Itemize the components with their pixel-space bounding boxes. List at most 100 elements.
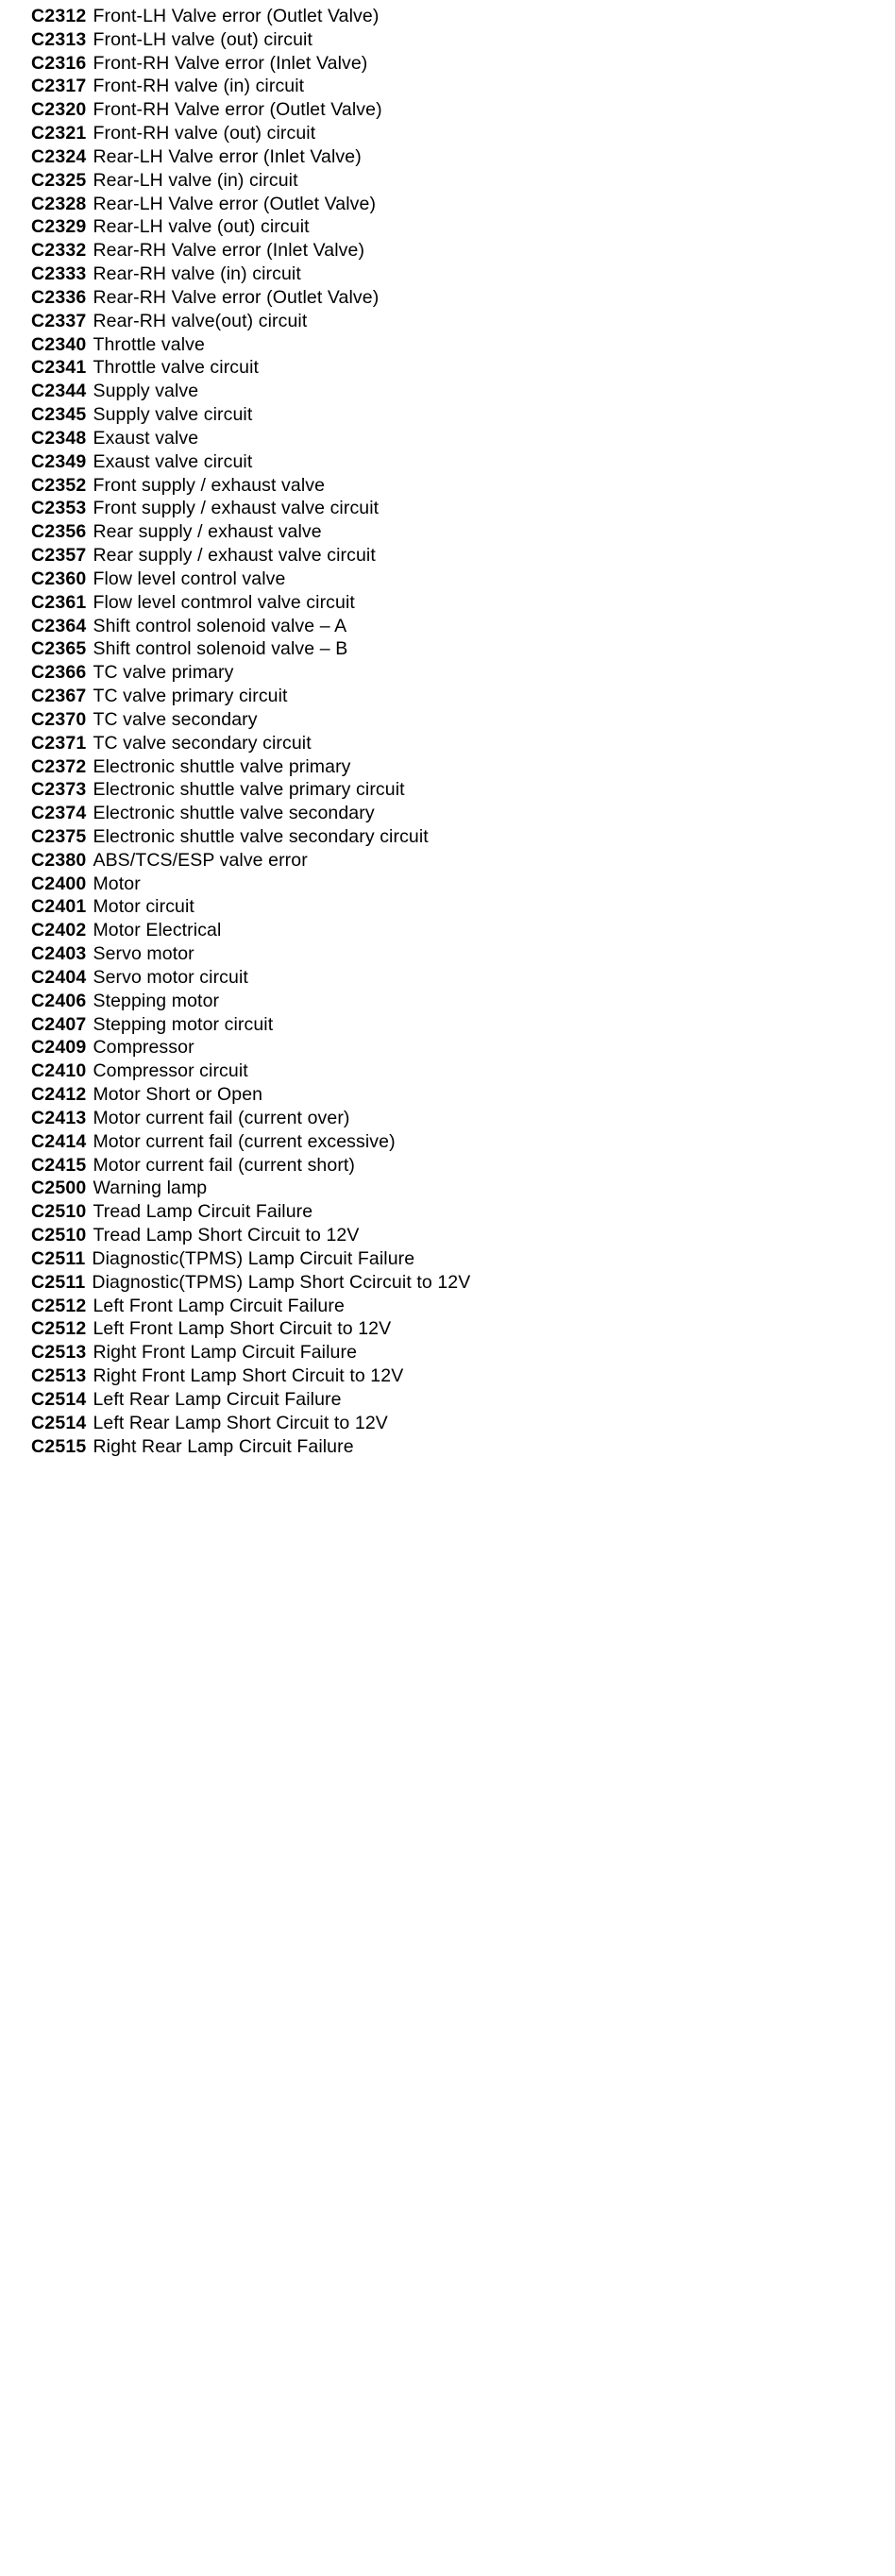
dtc-description: Rear-LH valve (out) circuit (93, 216, 310, 238)
dtc-description: Servo motor circuit (93, 966, 248, 988)
dtc-code: C2317 (31, 76, 87, 97)
dtc-description: Shift control solenoid valve – B (93, 638, 348, 660)
dtc-description: Tread Lamp Short Circuit to 12V (93, 1225, 360, 1246)
dtc-description: Shift control solenoid valve – A (93, 615, 347, 636)
dtc-description: Rear-LH Valve error (Outlet Valve) (93, 193, 377, 214)
dtc-description: Motor circuit (93, 896, 194, 918)
dtc-row: C2360 Flow level control valve (31, 568, 895, 591)
dtc-row: C2328 Rear-LH Valve error (Outlet Valve) (31, 193, 895, 216)
dtc-description: Left Front Lamp Circuit Failure (93, 1295, 345, 1316)
dtc-code: C2414 (31, 1130, 87, 1152)
dtc-description: Front-RH valve (in) circuit (93, 76, 305, 97)
dtc-description: Throttle valve (93, 333, 205, 355)
dtc-description: Stepping motor circuit (93, 1013, 274, 1035)
dtc-code: C2514 (31, 1412, 87, 1433)
dtc-row: C2320 Front-RH Valve error (Outlet Valve) (31, 98, 895, 122)
dtc-code: C2320 (31, 99, 87, 121)
dtc-description: Right Front Lamp Circuit Failure (93, 1342, 358, 1364)
dtc-code: C2328 (31, 193, 87, 214)
dtc-description: Flow level control valve (93, 568, 286, 589)
dtc-code: C2511 (31, 1247, 86, 1269)
dtc-description: Diagnostic(TPMS) Lamp Circuit Failure (92, 1247, 415, 1269)
dtc-code: C2372 (31, 755, 87, 777)
dtc-description: Motor Short or Open (93, 1084, 263, 1106)
dtc-code: C2375 (31, 825, 87, 847)
dtc-description: Front-LH Valve error (Outlet Valve) (93, 6, 380, 26)
dtc-description: Rear-LH Valve error (Inlet Valve) (93, 145, 362, 167)
dtc-description: Servo motor (93, 943, 194, 965)
dtc-description: Motor current fail (current short) (93, 1154, 356, 1176)
dtc-code: C2345 (31, 404, 87, 426)
dtc-description: Motor Electrical (93, 920, 222, 941)
dtc-code: C2510 (31, 1225, 87, 1246)
dtc-code: C2514 (31, 1388, 87, 1410)
dtc-code: C2361 (31, 591, 87, 613)
dtc-code: C2513 (31, 1365, 87, 1387)
dtc-description: Right Rear Lamp Circuit Failure (93, 1435, 354, 1457)
dtc-code: C2353 (31, 498, 87, 519)
dtc-description: TC valve secondary circuit (93, 732, 312, 754)
dtc-row: C2511 Diagnostic(TPMS) Lamp Short Ccircui… (31, 1271, 895, 1295)
dtc-description: TC valve secondary (93, 708, 258, 730)
dtc-description: Throttle valve circuit (93, 357, 260, 379)
dtc-code: C2316 (31, 52, 87, 74)
dtc-description: Supply valve (93, 381, 199, 402)
dtc-code: C2349 (31, 450, 87, 472)
dtc-code: C2511 (31, 1271, 86, 1293)
dtc-code: C2365 (31, 638, 87, 660)
dtc-row: C2511 Diagnostic(TPMS) Lamp Circuit Failu… (31, 1247, 895, 1271)
dtc-description: Supply valve circuit (93, 404, 253, 426)
dtc-row: C2402 Motor Electrical (31, 919, 895, 942)
dtc-code: C2373 (31, 779, 87, 801)
dtc-code: C2371 (31, 732, 87, 754)
dtc-description: Diagnostic(TPMS) Lamp Short Ccircuit to … (92, 1271, 471, 1293)
dtc-description: Rear-RH Valve error (Outlet Valve) (93, 286, 380, 308)
dtc-code: C2332 (31, 240, 87, 262)
dtc-description: Compressor circuit (93, 1060, 248, 1082)
dtc-code: C2400 (31, 873, 87, 894)
dtc-row: C2340 Throttle valve (31, 333, 895, 357)
dtc-code: C2360 (31, 568, 87, 589)
dtc-description: Electronic shuttle valve secondary circu… (93, 825, 429, 847)
dtc-description: Front-RH Valve error (Outlet Valve) (93, 99, 382, 121)
dtc-description: TC valve primary (93, 662, 234, 684)
dtc-description: Electronic shuttle valve secondary (93, 803, 375, 824)
dtc-code: C2357 (31, 545, 87, 567)
dtc-description: Stepping motor (93, 990, 220, 1011)
dtc-code: C2366 (31, 662, 87, 684)
dtc-code: C2402 (31, 920, 87, 941)
dtc-row: C2375 Electronic shuttle valve secondary … (31, 825, 895, 849)
dtc-code: C2340 (31, 333, 87, 355)
